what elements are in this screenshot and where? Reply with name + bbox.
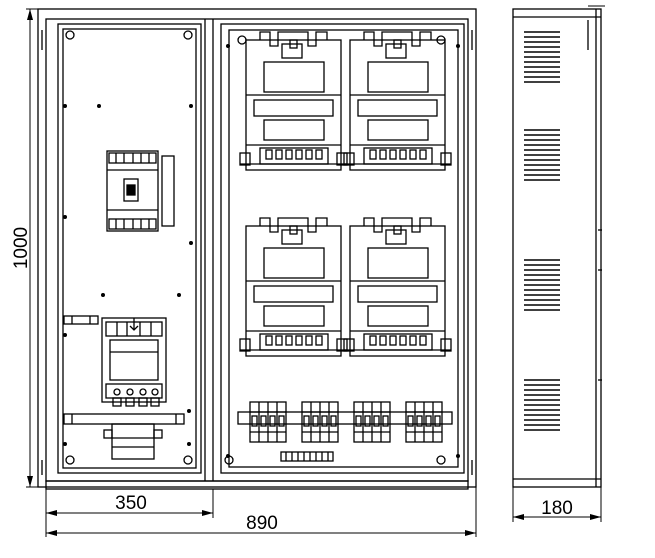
right-compartment xyxy=(220,23,465,474)
dim-depth: 180 xyxy=(541,498,573,519)
dimension-lines xyxy=(26,5,605,537)
side-view xyxy=(512,8,602,488)
isolator-switch xyxy=(63,315,167,407)
dim-height: 1000 xyxy=(11,227,32,269)
dimension-arrows xyxy=(27,9,601,536)
meter-top-left xyxy=(239,31,348,171)
meter-bottom-left xyxy=(239,217,348,357)
meter-top-right xyxy=(343,31,452,171)
transformer xyxy=(63,413,185,460)
ventilation-slots xyxy=(523,31,561,431)
neutral-bar xyxy=(280,451,334,462)
mounting-holes xyxy=(63,30,193,465)
front-frame xyxy=(37,8,477,490)
main-breaker xyxy=(106,150,175,232)
dim-left-width: 350 xyxy=(115,493,147,514)
din-rail-mcbs xyxy=(237,401,453,443)
dim-total-width: 890 xyxy=(246,513,278,534)
left-compartment xyxy=(57,23,202,474)
meter-bottom-right xyxy=(343,217,452,357)
